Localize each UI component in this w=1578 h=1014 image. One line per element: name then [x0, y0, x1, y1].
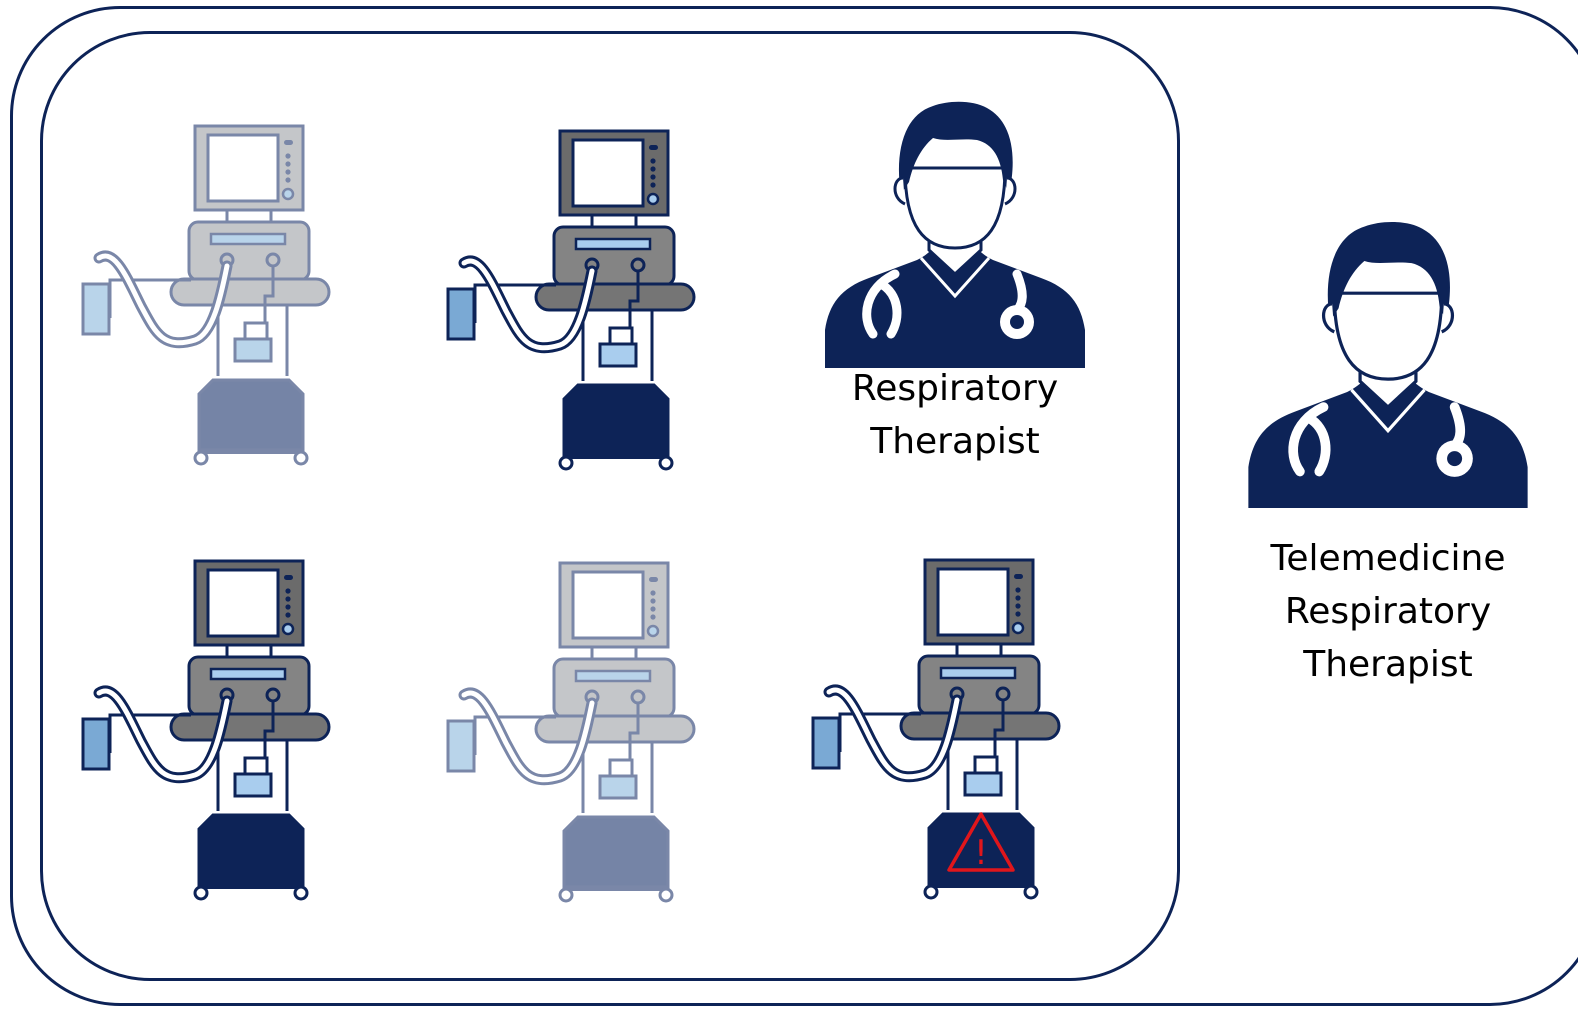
ventilator-icon [75, 553, 335, 903]
ventilator-alert-icon: ! [805, 552, 1065, 902]
warning-triangle-icon: ! [947, 812, 1015, 873]
icu-unit-frame [40, 31, 1180, 981]
ventilator-icon [440, 555, 700, 905]
telemedicine-therapist-icon [1247, 218, 1529, 508]
warning-exclamation: ! [974, 833, 988, 873]
ventilator-icon [440, 123, 700, 473]
respiratory-therapist-label: Respiratory Therapist [851, 368, 1059, 462]
ventilator-icon [75, 118, 335, 468]
respiratory-therapist-icon [824, 98, 1086, 368]
telemedicine-therapist-label: Telemedicine Respiratory Therapist [1270, 538, 1506, 685]
